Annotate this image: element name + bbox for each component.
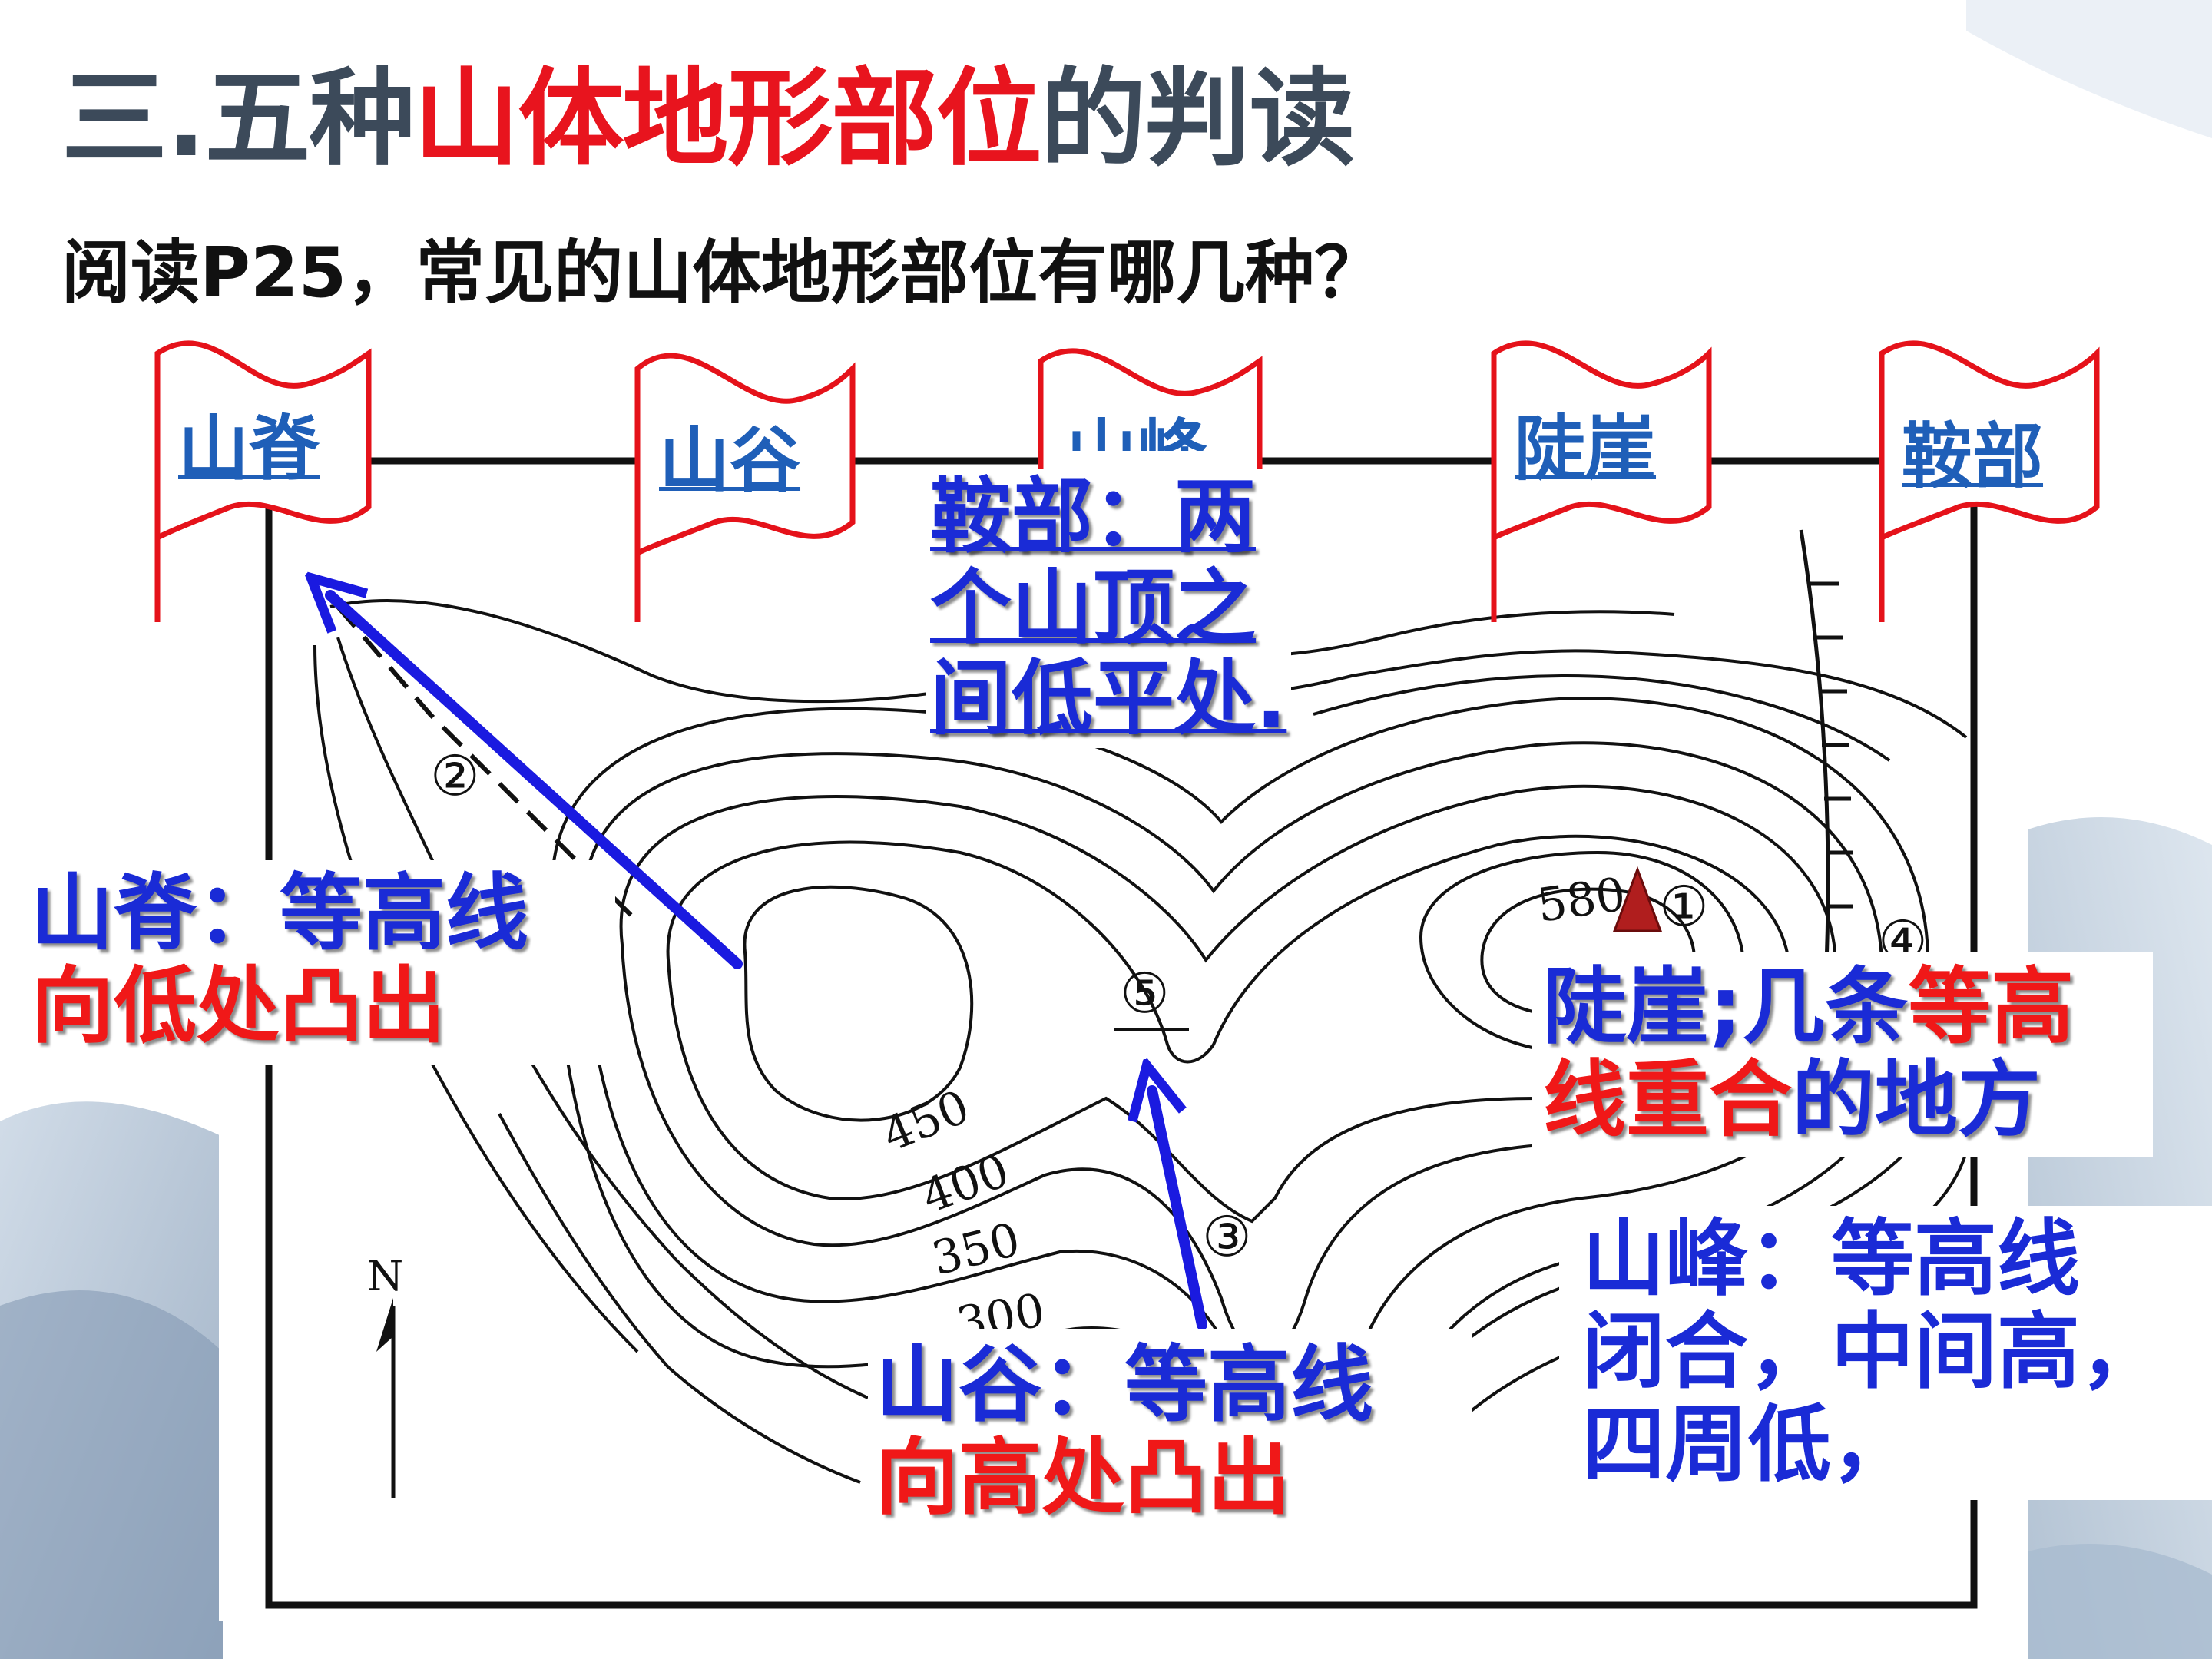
saddle-callout: 鞍部：两 个山顶之 间低平处. — [926, 469, 1292, 749]
title-prefix: 三.五种 — [61, 57, 415, 180]
slide-title: 三.五种山体地形部位的判读 — [61, 32, 1355, 186]
saddle-callout-line3: 间低平处. — [930, 651, 1287, 747]
marker-5: ⑤ — [1120, 961, 1170, 1025]
ridge-callout-line2: 向低处凸出 — [31, 958, 446, 1055]
valley-callout: 山谷：等高线 向高处凸出 — [868, 1329, 1472, 1539]
north-arrow: N — [367, 1252, 403, 1498]
contour-outer-4 — [498, 1113, 861, 1484]
flag-cliff-shape — [1491, 340, 1712, 622]
cliff-callout-line1a: 陡崖;几条 — [1543, 959, 1909, 1055]
flags — [154, 340, 2100, 622]
title-suffix: 的判读 — [1040, 57, 1355, 180]
cliff-callout-line2b: 的地方 — [1792, 1051, 2041, 1148]
cliff-callout-line2a: 线重合 — [1543, 1051, 1793, 1148]
ridge-arrow — [330, 595, 743, 969]
contour-value-labels: 580 450 400 350 300 — [875, 868, 1628, 1352]
flag-ridge-shape — [154, 340, 372, 622]
valley-arrow — [1152, 1091, 1207, 1330]
cliff-callout-line1b: 等高 — [1908, 959, 2075, 1055]
contour-label-400: 400 — [915, 1144, 1016, 1224]
contour-outer-6 — [1313, 674, 1891, 762]
saddle-callout-line2: 个山顶之 — [930, 560, 1256, 655]
ridge-callout: 山脊：等高线 向低处凸出 — [15, 860, 615, 1065]
peak-callout-line2: 闭合，中间高， — [1582, 1303, 2164, 1400]
peak-callout-line1: 山峰：等高线 — [1582, 1211, 2081, 1307]
north-label: N — [367, 1252, 403, 1300]
flag-label-cliff[interactable]: 陡崖 — [1515, 408, 1657, 490]
contour-left-summit — [743, 885, 974, 1122]
contour-350 — [581, 741, 1884, 1449]
summit-triangle-icon — [1612, 866, 1663, 932]
contour-label-350: 350 — [927, 1213, 1025, 1286]
ridge-callout-line1: 山脊：等高线 — [31, 866, 529, 962]
peak-callout: 山峰：等高线 闭合，中间高， 四周低， — [1559, 1206, 2212, 1500]
pointer-arrows — [330, 595, 1207, 1330]
slide-subtitle: 阅读P25，常见的山体地形部位有哪几种？ — [61, 233, 1384, 313]
peak-callout-line3: 四周低， — [1582, 1396, 1915, 1493]
contour-label-580: 580 — [1534, 868, 1628, 933]
marker-3: ③ — [1202, 1204, 1252, 1269]
valley-callout-line1: 山谷：等高线 — [876, 1337, 1374, 1433]
flag-label-ridge[interactable]: 山脊 — [178, 408, 320, 490]
contour-label-450: 450 — [875, 1080, 976, 1163]
flag-saddle-shape — [1879, 340, 2100, 622]
title-highlight: 山体地形部位 — [413, 57, 1041, 180]
contour-outer-2 — [336, 637, 869, 1399]
marker-1: ① — [1659, 874, 1709, 939]
marker-2: ② — [430, 743, 480, 808]
valley-callout-line2: 向高处凸出 — [876, 1429, 1291, 1526]
flag-valley-shape — [634, 353, 856, 622]
flag-label-valley[interactable]: 山谷 — [659, 419, 801, 502]
cliff-callout: 陡崖;几条等高 线重合的地方 — [1532, 952, 2153, 1157]
saddle-callout-line1: 鞍部：两 — [930, 469, 1256, 564]
flag-peak-shape — [1038, 348, 1263, 495]
flag-label-peak[interactable]: 山峰 — [1066, 403, 1207, 451]
flag-label-saddle[interactable]: 鞍部 — [1902, 416, 2044, 498]
